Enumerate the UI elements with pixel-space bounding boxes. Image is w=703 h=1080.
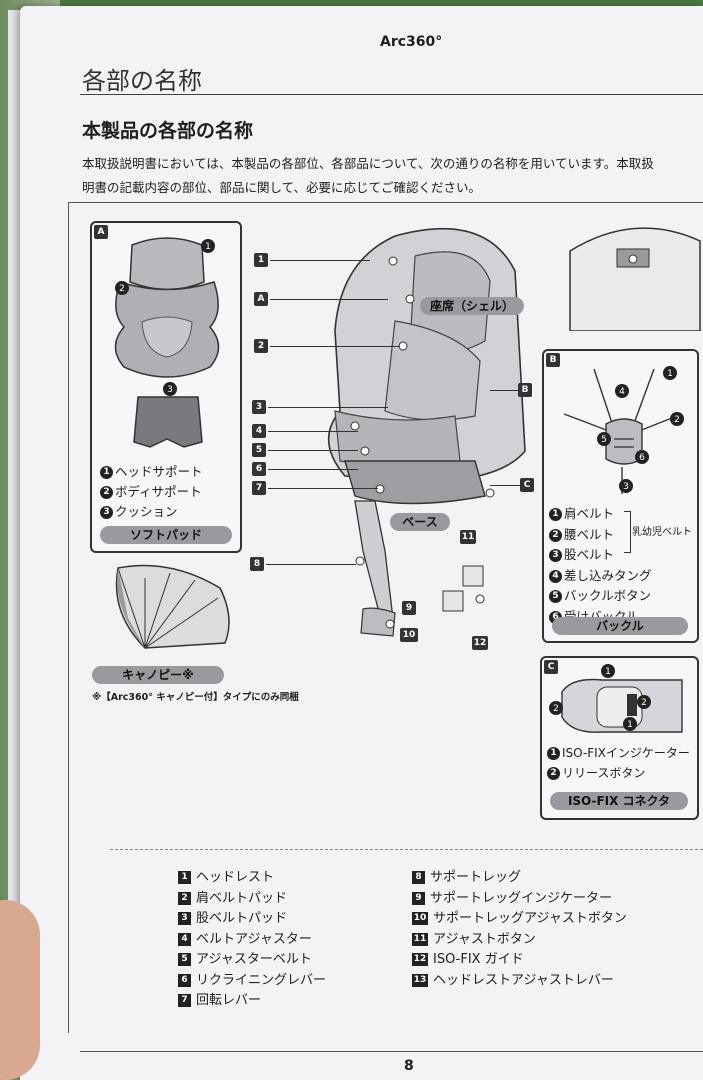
marker-2: 2 — [254, 339, 268, 353]
svg-text:1: 1 — [627, 720, 633, 730]
marker-11: 11 — [460, 530, 476, 544]
svg-text:2: 2 — [641, 698, 647, 708]
section-rule — [80, 94, 703, 95]
marker-10: 10 — [400, 628, 418, 642]
legend-divider — [110, 849, 703, 850]
marker-c: C — [520, 478, 534, 492]
panel-a-tag: A — [94, 225, 108, 239]
headrest-detail-illustration — [569, 227, 701, 331]
intro-text: 本取扱説明書においては、本製品の各部位、各部品について、次の通りの名称を用いてい… — [82, 156, 654, 195]
canopy-note: ※【Arc360° キャノピー付】タイプにのみ同梱 — [92, 692, 299, 703]
svg-text:2: 2 — [674, 415, 680, 425]
marker-12: 12 — [472, 636, 488, 650]
base-label: ベース — [390, 513, 450, 531]
manual-page: Arc360° 各部の名称 本製品の各部の名称 本取扱説明書においては、本製品の… — [20, 6, 703, 1080]
thumb — [0, 900, 40, 1080]
svg-text:5: 5 — [601, 435, 607, 445]
svg-text:1: 1 — [667, 369, 673, 379]
svg-text:3: 3 — [623, 482, 629, 492]
bracket-label: 乳幼児ベルト — [632, 527, 692, 538]
svg-text:1: 1 — [205, 242, 211, 252]
marker-5: 5 — [252, 443, 266, 457]
marker-6: 6 — [252, 462, 266, 476]
car-seat-illustration — [327, 227, 526, 637]
bracket — [624, 511, 631, 553]
buckle-illustration: 1 2 3 4 5 6 — [563, 366, 684, 494]
marker-3: 3 — [252, 400, 266, 414]
marker-9: 9 — [402, 601, 416, 615]
marker-4: 4 — [252, 424, 266, 438]
marker-7: 7 — [252, 481, 266, 495]
panel-c-tag: C — [544, 660, 558, 674]
marker-b: B — [518, 383, 532, 397]
panel-b-caption: バックル — [552, 617, 688, 635]
diagram-frame — [68, 202, 703, 1033]
subtitle: 本製品の各部の名称 — [82, 120, 254, 142]
page-header-model: Arc360° — [380, 34, 443, 50]
marker-1: 1 — [254, 253, 268, 267]
marker-8: 8 — [250, 557, 264, 571]
shell-label: 座席（シェル） — [420, 297, 524, 315]
soft-pad-illustration: 1 2 3 — [114, 237, 220, 448]
svg-text:2: 2 — [119, 284, 125, 294]
svg-text:1: 1 — [605, 667, 611, 677]
canopy-caption: キャノピー※ — [92, 666, 224, 684]
svg-text:2: 2 — [553, 704, 559, 714]
isofix-guide-illustration — [442, 565, 485, 612]
section-title: 各部の名称 — [82, 67, 202, 95]
panel-a-caption: ソフトパッド — [100, 526, 232, 544]
page-number: 8 — [404, 1058, 414, 1074]
panel-b-tag: B — [546, 353, 560, 367]
svg-text:3: 3 — [167, 385, 173, 395]
bottom-rule — [80, 1051, 703, 1052]
marker-a: A — [254, 292, 268, 306]
canopy-illustration — [115, 564, 230, 649]
isofix-connector-illustration: 1 2 2 1 — [549, 664, 683, 733]
panel-c-caption: ISO-FIX コネクタ — [550, 792, 688, 810]
svg-text:6: 6 — [639, 453, 645, 463]
svg-text:4: 4 — [619, 387, 625, 397]
